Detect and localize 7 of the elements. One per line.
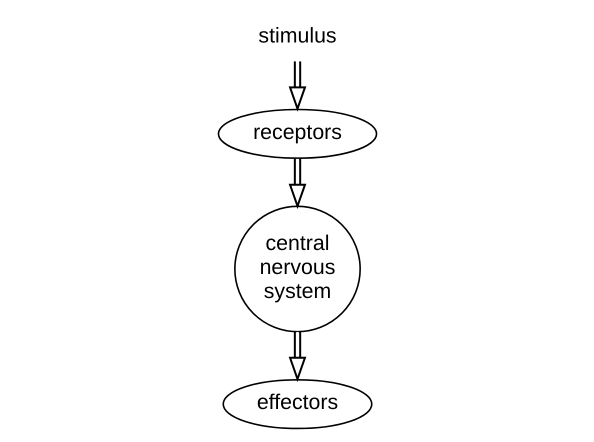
arrow <box>288 332 306 382</box>
arrow <box>288 158 306 210</box>
node-text: stimulus <box>258 23 336 48</box>
node-ellipse: receptors <box>217 108 377 159</box>
node-circle: central nervous system <box>234 206 360 332</box>
arrow <box>288 61 306 112</box>
node-ellipse: effectors <box>222 378 372 430</box>
